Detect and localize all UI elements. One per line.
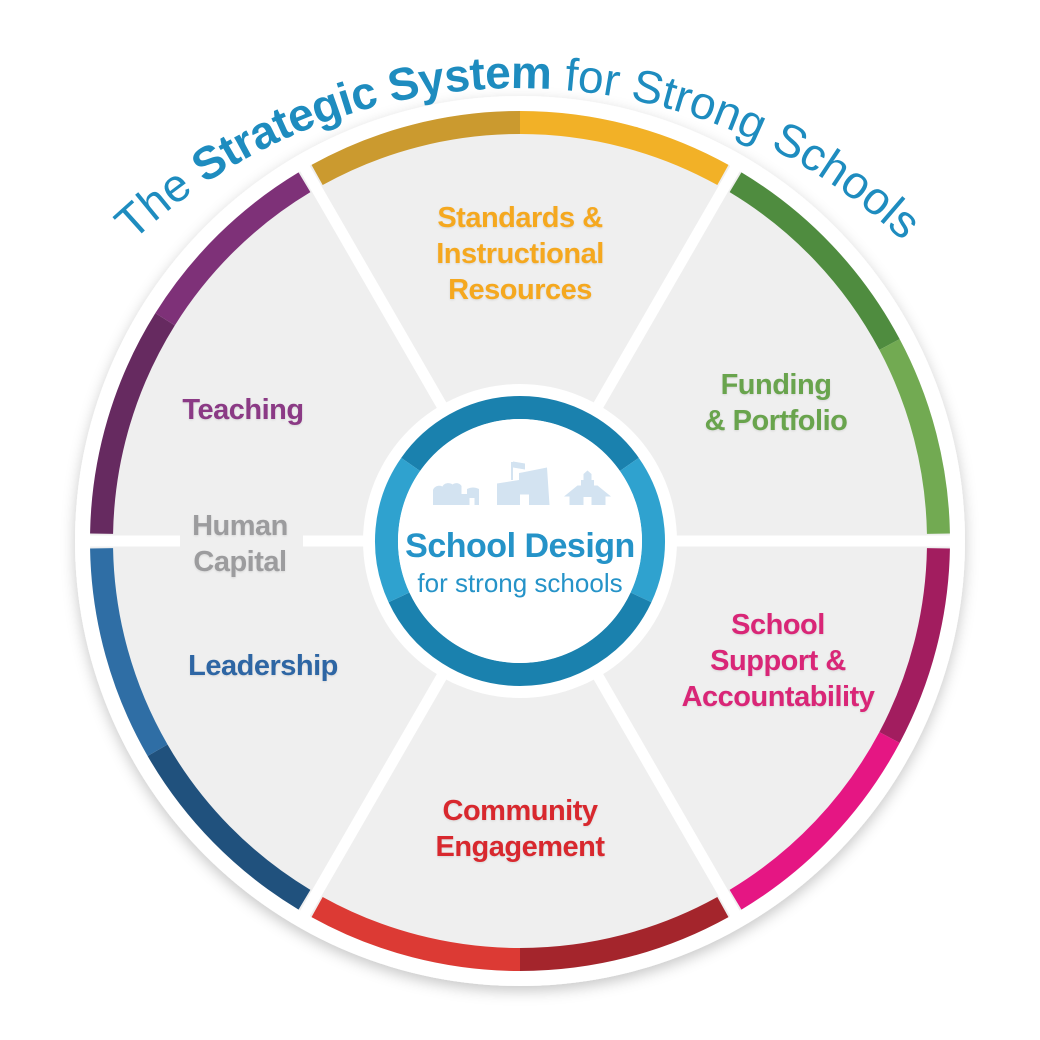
- label-line: Community: [442, 795, 599, 828]
- door-notch: [583, 497, 592, 505]
- door-notch: [469, 498, 475, 505]
- label-line: Leadership: [188, 650, 338, 683]
- building-school-flag-icon: [497, 461, 550, 505]
- center-hub-text: School Design for strong schools: [405, 527, 635, 599]
- outer-ring-segments: [90, 111, 950, 971]
- sector-divider-spokes: [88, 164, 952, 918]
- label-line: Standards &: [437, 202, 603, 235]
- label-line: School: [731, 609, 825, 642]
- label-line: Teaching: [182, 394, 304, 427]
- title-bold: Strategic System: [182, 46, 552, 192]
- label-funding-portfolio: Funding & Portfolio: [705, 368, 848, 440]
- label-line: Capital: [193, 546, 287, 578]
- label-human-capital: Human Capital: [192, 509, 288, 581]
- door-notch: [520, 494, 529, 505]
- label-line: & Portfolio: [704, 405, 848, 437]
- label-line: Accountability: [681, 680, 875, 713]
- title-post: for Strong Schools: [563, 48, 931, 249]
- label-teaching: Teaching: [182, 393, 304, 429]
- label-line: Engagement: [435, 831, 605, 863]
- label-line: Funding: [720, 369, 832, 402]
- building-house-icon: [564, 470, 611, 505]
- center-subheading: for strong schools: [417, 568, 623, 598]
- center-heading: School Design: [405, 527, 635, 565]
- label-leadership: Leadership: [188, 649, 338, 685]
- label-line: Resources: [448, 273, 592, 306]
- label-standards-instructional-resources: Standards & Instructional Resources: [436, 201, 604, 309]
- building-left-icon: [433, 483, 479, 505]
- label-line: Support &: [710, 645, 846, 678]
- label-line: Instructional: [436, 238, 604, 271]
- label-community-engagement: Community Engagement: [435, 794, 605, 866]
- school-buildings-icon: [433, 461, 611, 505]
- label-school-support-accountability: School Support & Accountability: [682, 608, 875, 716]
- label-line: Human: [192, 510, 288, 543]
